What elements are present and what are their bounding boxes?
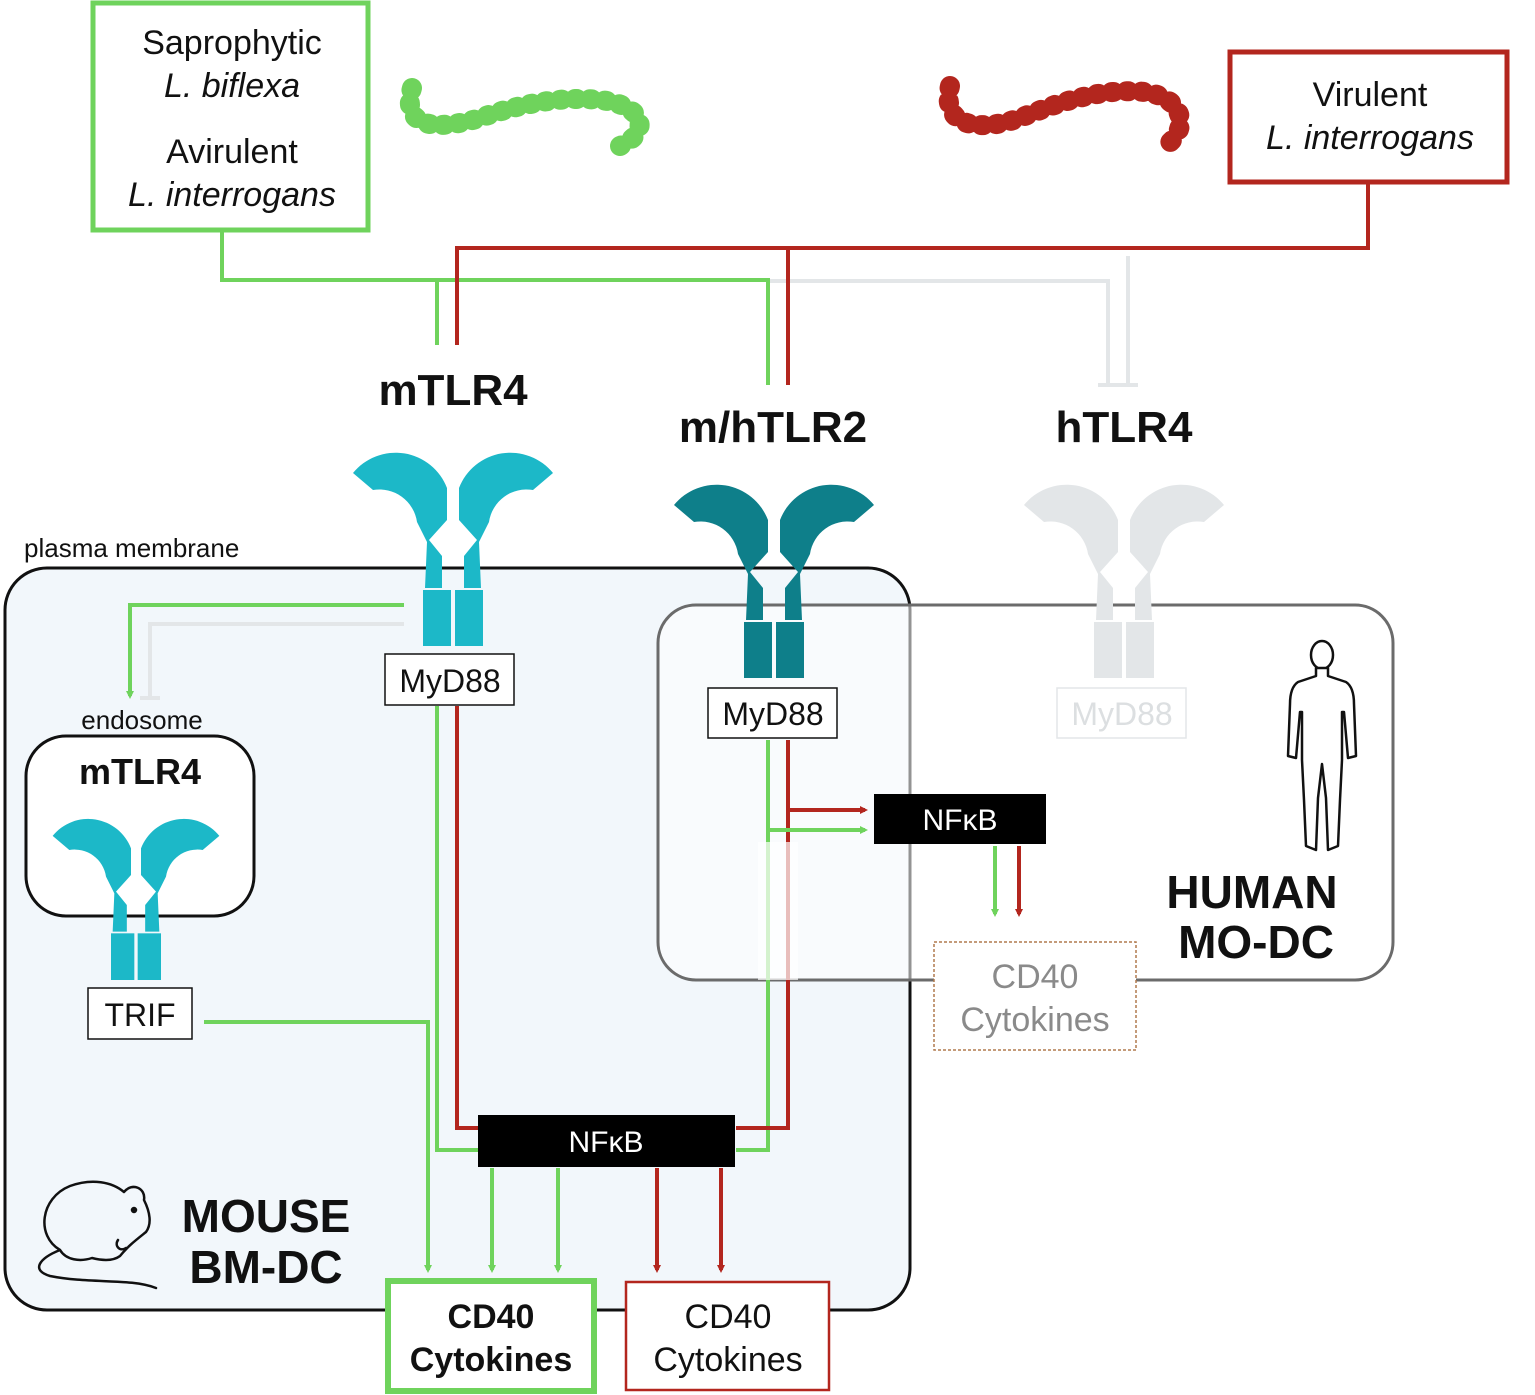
mouse-figure-icon [37, 1180, 158, 1290]
svg-text:NFκB: NFκB [923, 804, 998, 837]
red-path-virulent [455, 184, 1370, 345]
source-green-line4: L. interrogans [128, 176, 336, 214]
svg-text:MyD88: MyD88 [1071, 696, 1172, 732]
pathway-lines [126, 184, 1370, 1273]
nfkb-human-box: NFκB [874, 794, 1046, 844]
human-cell-label-line1: HUMAN [1166, 866, 1337, 918]
htlr4-label: hTLR4 [1056, 403, 1193, 452]
plasma-membrane-label: plasma membrane [24, 533, 239, 563]
endosome-label: endosome [81, 705, 202, 735]
red-bacterium-icon [938, 76, 1191, 156]
svg-text:MyD88: MyD88 [722, 696, 823, 732]
svg-text:Cytokines: Cytokines [653, 1341, 802, 1379]
source-green-line2: L. biflexa [164, 67, 300, 105]
source-red-line1: Virulent [1313, 76, 1428, 114]
source-green-line1: Saprophytic [142, 24, 322, 62]
myd88-tlr2-box: MyD88 [707, 687, 838, 739]
source-red-line2: L. interrogans [1266, 119, 1474, 157]
svg-text:CD40: CD40 [992, 958, 1079, 996]
output-mouse-red-box: CD40 Cytokines [624, 1280, 831, 1392]
output-human-box: CD40 Cytokines [933, 941, 1137, 1051]
mouse-cell-label-line1: MOUSE [182, 1190, 351, 1242]
human-figure-icon [1286, 639, 1358, 852]
source-box-red: Virulent L. interrogans [1227, 49, 1510, 185]
human-cell-label-line2: MO-DC [1178, 916, 1334, 968]
mtlr4-label: mTLR4 [378, 366, 528, 415]
endosome-compartment [24, 734, 256, 918]
svg-text:NFκB: NFκB [569, 1126, 644, 1159]
output-mouse-green-box: CD40 Cytokines [385, 1278, 597, 1394]
myd88-human-box: MyD88 [1056, 687, 1187, 739]
mouse-cell-label-line2: BM-DC [189, 1241, 342, 1293]
grey-path-htlr4 [770, 279, 1110, 385]
trif-box: TRIF [87, 987, 193, 1040]
svg-text:MyD88: MyD88 [399, 663, 500, 699]
source-green-line3: Avirulent [166, 133, 298, 171]
svg-text:Cytokines: Cytokines [410, 1341, 573, 1379]
mhtlr2-label: m/hTLR2 [679, 403, 867, 452]
myd88-mouse-box: MyD88 [384, 653, 515, 706]
green-path-sources [220, 232, 770, 385]
svg-text:Cytokines: Cytokines [960, 1001, 1109, 1039]
green-bacterium-icon [400, 78, 650, 156]
line-fade-overlay [758, 842, 798, 980]
svg-text:CD40: CD40 [685, 1298, 772, 1336]
source-box-green: Saprophytic L. biflexa Avirulent L. inte… [90, 0, 371, 233]
nfkb-mouse-box: NFκB [478, 1115, 735, 1167]
endosome-mtlr4-label: mTLR4 [79, 751, 201, 792]
svg-text:CD40: CD40 [448, 1298, 535, 1336]
svg-text:TRIF: TRIF [104, 997, 175, 1033]
